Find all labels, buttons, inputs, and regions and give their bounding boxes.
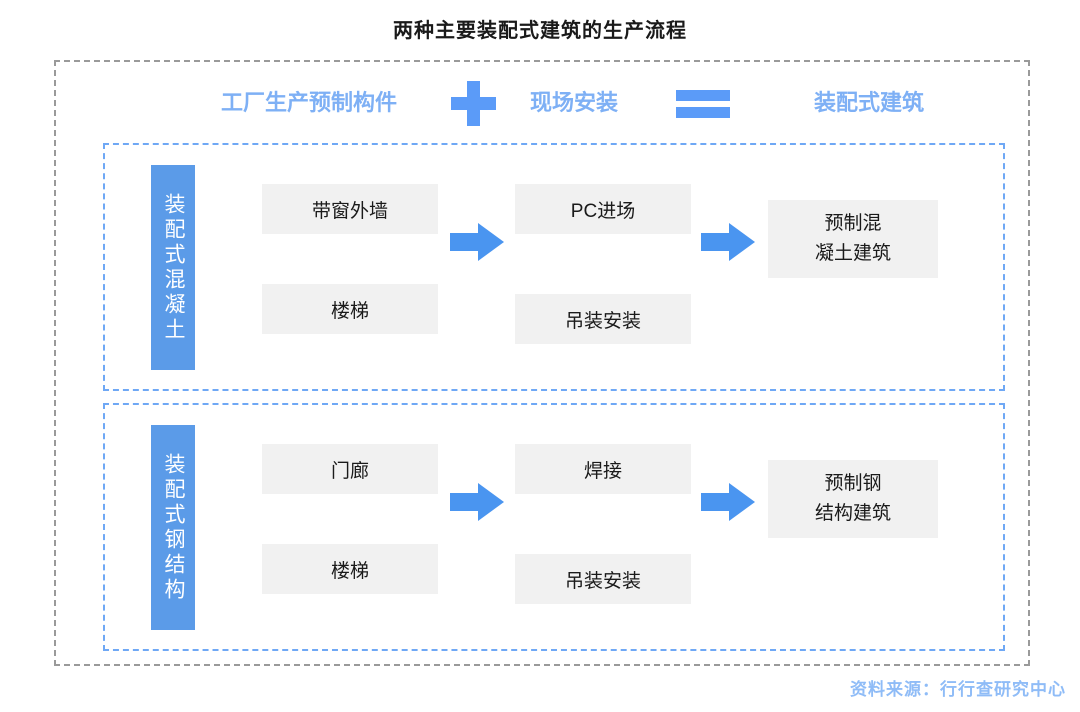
process-panel-concrete: 装配式混凝土 带窗外墙 楼梯 PC进场 吊装安装 预制混 凝土建筑 <box>103 143 1005 391</box>
step-box-steel-factory-2: 楼梯 <box>262 544 438 594</box>
category-label-steel: 装配式钢结构 <box>151 425 195 630</box>
formula-header: 工厂生产预制构件 现场安装 装配式建筑 <box>54 80 1030 126</box>
result-line-2: 凝土建筑 <box>814 243 891 264</box>
step-box-concrete-onsite-1: PC进场 <box>515 184 691 234</box>
equals-icon <box>676 90 730 118</box>
category-label-concrete: 装配式混凝土 <box>151 165 195 370</box>
result-line-1: 预制混 <box>824 213 882 234</box>
formula-term-onsite: 现场安装 <box>529 90 618 115</box>
plus-icon <box>450 80 496 126</box>
step-box-steel-onsite-2: 吊装安装 <box>515 554 691 604</box>
arrow-right-icon-concrete-1 <box>450 223 504 261</box>
result-line-1: 预制钢 <box>824 473 882 494</box>
formula-term-result: 装配式建筑 <box>813 90 924 115</box>
result-line-2: 结构建筑 <box>814 503 891 524</box>
step-box-concrete-factory-2: 楼梯 <box>262 284 438 334</box>
arrow-right-icon-steel-1 <box>450 483 504 521</box>
step-box-concrete-factory-1: 带窗外墙 <box>262 184 438 234</box>
page-title: 两种主要装配式建筑的生产流程 <box>393 20 687 42</box>
step-box-steel-factory-1: 门廊 <box>262 444 438 494</box>
arrow-right-icon-steel-2 <box>701 483 755 521</box>
process-panel-steel: 装配式钢结构 门廊 楼梯 焊接 吊装安装 预制钢 结构建筑 <box>103 403 1005 651</box>
arrow-right-icon-concrete-2 <box>701 223 755 261</box>
result-box-steel: 预制钢 结构建筑 <box>768 460 938 538</box>
source-note: 资料来源：行行查研究中心 <box>850 680 1066 699</box>
result-box-concrete: 预制混 凝土建筑 <box>768 200 938 278</box>
step-box-concrete-onsite-2: 吊装安装 <box>515 294 691 344</box>
formula-term-factory: 工厂生产预制构件 <box>220 90 397 115</box>
step-box-steel-onsite-1: 焊接 <box>515 444 691 494</box>
